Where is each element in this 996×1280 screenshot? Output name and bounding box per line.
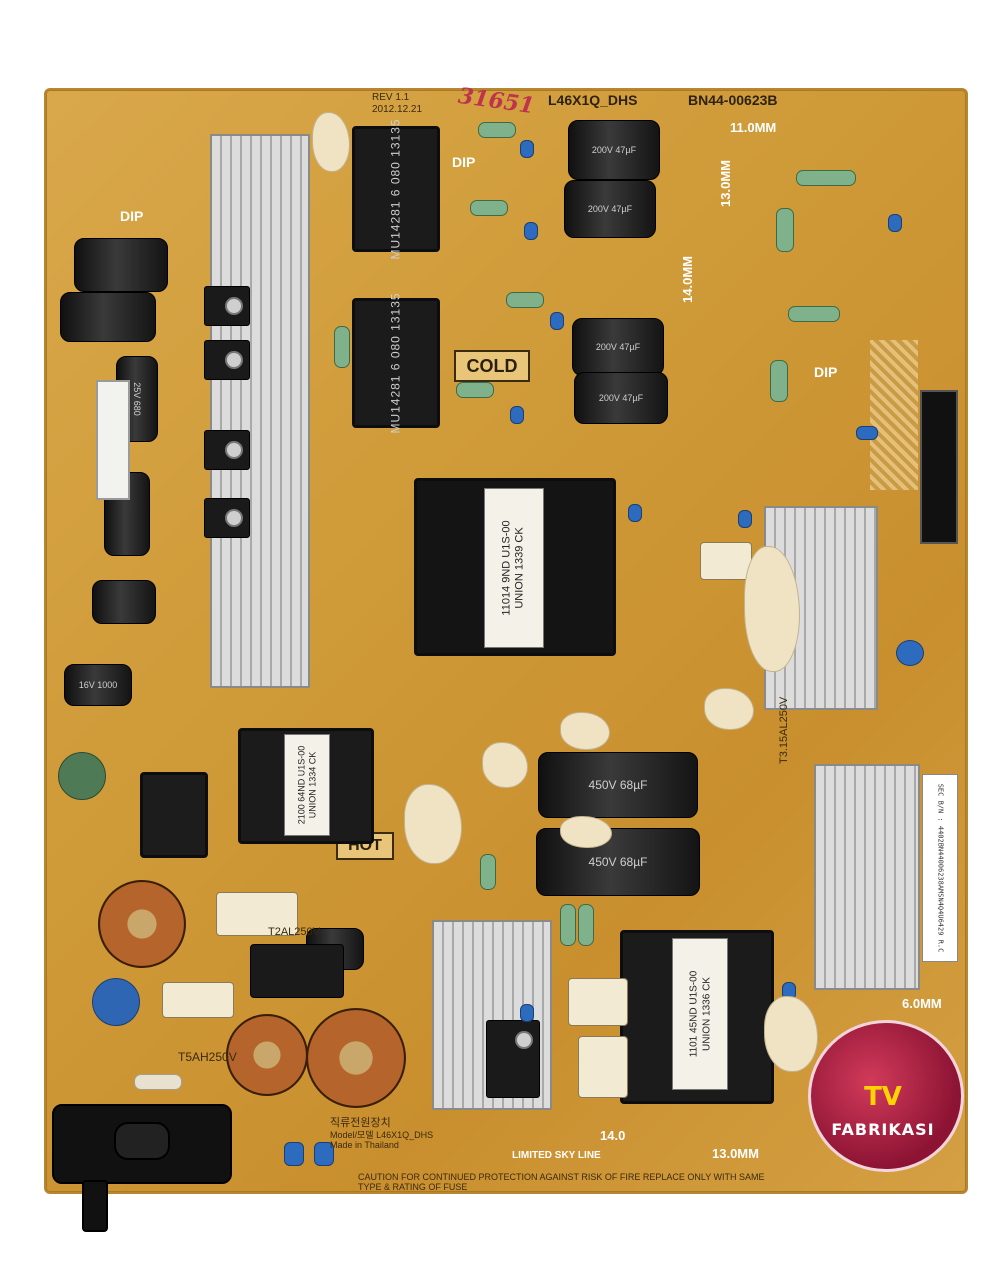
ac-socket-inlet — [114, 1122, 170, 1160]
mosfet-1 — [204, 286, 250, 326]
logo-tv-text: TV — [864, 1082, 902, 1112]
logo-brand-text: FABRIKASI — [831, 1120, 935, 1139]
capacitor-450v-1: 450V 68µF — [538, 752, 698, 818]
dip-label-3: DIP — [814, 364, 838, 380]
made-in-text: Made in Thailand — [330, 1140, 399, 1150]
blue-cap-2 — [524, 222, 538, 240]
resistor-2 — [470, 200, 508, 216]
blue-cap-13 — [520, 1004, 534, 1022]
capacitor-top-left-2 — [60, 292, 156, 342]
resistor-6 — [788, 306, 840, 322]
mm-14b-label: 14.0 — [600, 1128, 626, 1143]
capacitor-16v: 16V 1000 — [64, 664, 132, 706]
mm-14-label: 14.0MM — [679, 256, 695, 303]
blue-cap-8 — [738, 510, 752, 528]
capacitor-450v-2: 450V 68µF — [536, 828, 700, 896]
film-cap-1 — [568, 978, 628, 1026]
glue-blob-7 — [764, 996, 818, 1072]
model-line: Model/모델 L46X1Q_DHS — [330, 1130, 434, 1140]
capacitor-200v-2: 200V 47µF — [564, 180, 656, 238]
main-transformer-label: 11014 9ND U1S-00 UNION 1339 CK — [484, 488, 544, 648]
capacitor-mid-left — [92, 580, 156, 624]
varistor-blue — [92, 978, 140, 1026]
capacitor-200v-4: 200V 47µF — [574, 372, 668, 424]
mm-13b-label: 13.0MM — [712, 1146, 759, 1161]
caution-text: CAUTION FOR CONTINUED PROTECTION AGAINST… — [358, 1172, 765, 1192]
blue-cap-9 — [896, 640, 924, 666]
standby-transformer-label: 2100 64ND U1S-00 UNION 1334 CK — [284, 734, 330, 836]
resistor-10 — [560, 904, 576, 946]
relay — [140, 772, 208, 858]
resistor-3 — [506, 292, 544, 308]
blue-cap-4 — [510, 406, 524, 424]
hatched-area — [870, 340, 918, 490]
output-connector — [920, 390, 958, 544]
part-number-text: BN44-00623B — [688, 92, 778, 108]
glue-blob-5 — [560, 712, 610, 750]
blue-cap-10 — [284, 1142, 304, 1166]
mm-13-label: 13.0MM — [717, 160, 733, 207]
led-transformer-label: 1101 45ND U1S-00 UNION 1336 CK — [672, 938, 728, 1090]
dip-label-1: DIP — [120, 208, 144, 224]
blue-cap-3 — [550, 312, 564, 330]
mosfet-3 — [204, 430, 250, 470]
model-text: L46X1Q_DHS — [548, 92, 638, 108]
capacitor-200v-1: 200V 47µF — [568, 120, 660, 180]
resistor-8 — [776, 208, 794, 252]
resistor-7 — [770, 360, 788, 402]
capacitor-200v-3: 200V 47µF — [572, 318, 664, 376]
transformer-2: MU14281 6 080 13135 — [352, 292, 440, 434]
glue-blob-2 — [744, 546, 800, 672]
glue-blob-8 — [704, 688, 754, 730]
white-connector — [96, 380, 130, 500]
cap-x2-1 — [216, 892, 298, 936]
mosfet-4 — [204, 498, 250, 538]
blue-cap-5 — [888, 214, 902, 232]
transformer-1: MU14281 6 080 13135 — [352, 118, 440, 260]
primary-heatsink — [210, 134, 310, 688]
power-label: 직류전원장치 — [330, 1117, 391, 1129]
mosfet-5 — [486, 1020, 540, 1098]
date-text: 2012.12.21 — [372, 104, 423, 115]
rev-text: REV 1.1 — [372, 92, 410, 103]
mm-11-label: 11.0MM — [730, 120, 777, 135]
glue-blob-6 — [560, 816, 612, 848]
mm-6-label: 6.0MM — [902, 996, 942, 1011]
blue-cap-11 — [314, 1142, 334, 1166]
capacitor-top-left-1 — [74, 238, 168, 292]
film-cap-2 — [578, 1036, 628, 1098]
fuse-label-3: T3.15AL250V — [778, 696, 790, 764]
fuse-label-2: T5AH250V — [178, 1050, 237, 1064]
tv-fabrikasi-logo — [808, 1020, 964, 1172]
toroid-2 — [226, 1014, 308, 1096]
glue-blob-3 — [404, 784, 462, 864]
secondary-heatsink-2 — [814, 764, 920, 990]
varistor-green — [58, 752, 106, 800]
bridge-rectifier — [250, 944, 344, 998]
fuse-label-1: T2AL250V — [268, 926, 320, 938]
cap-x2-2 — [162, 982, 234, 1018]
blue-cap-7 — [628, 504, 642, 522]
resistor-9 — [334, 326, 350, 368]
toroid-3 — [306, 1008, 406, 1108]
resistor-13 — [134, 1074, 182, 1090]
blue-cap-1 — [520, 140, 534, 158]
resistor-11 — [578, 904, 594, 946]
barcode-sticker: SEC B/N : 4402BN44006238AMSN4Q4U6429 R.C — [922, 774, 958, 962]
dip-label-2: DIP — [452, 154, 476, 170]
glue-blob-4 — [482, 742, 528, 788]
resistor-4 — [456, 382, 494, 398]
mosfet-2 — [204, 340, 250, 380]
resistor-12 — [480, 854, 496, 890]
cold-zone-label: COLD — [454, 350, 530, 382]
toroid-1 — [98, 880, 186, 968]
ac-socket-tab — [82, 1180, 108, 1232]
resistor-1 — [478, 122, 516, 138]
limited-sky-line: LIMITED SKY LINE — [512, 1150, 601, 1161]
glue-blob-1 — [312, 112, 350, 172]
blue-cap-6 — [856, 426, 878, 440]
film-cap-3 — [700, 542, 752, 580]
resistor-5 — [796, 170, 856, 186]
